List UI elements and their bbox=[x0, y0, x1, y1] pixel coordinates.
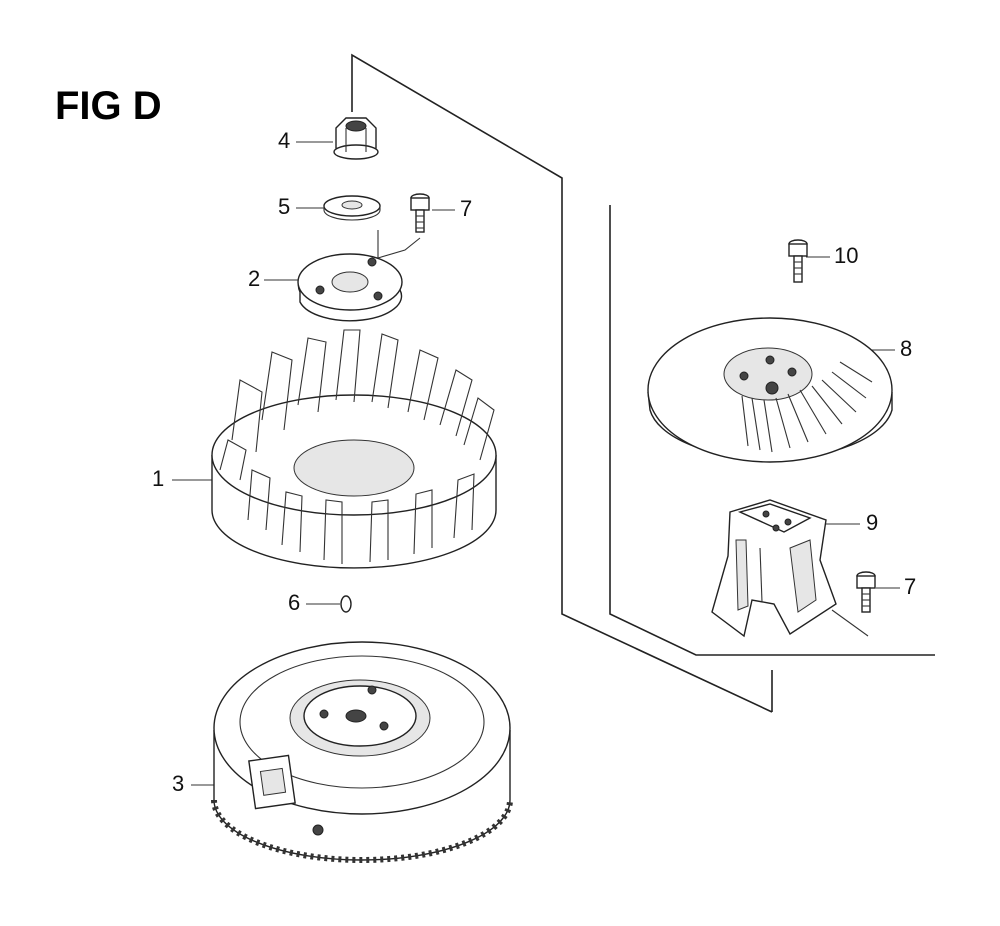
callout-7-lower: 7 bbox=[904, 574, 917, 599]
callout-8: 8 bbox=[900, 336, 913, 361]
callout-10: 10 bbox=[834, 243, 859, 268]
bolt-small bbox=[788, 239, 808, 283]
leader-lines bbox=[172, 141, 900, 786]
flange-nut bbox=[333, 117, 379, 160]
washer bbox=[323, 195, 381, 221]
callout-5: 5 bbox=[278, 194, 291, 219]
starter-pulley bbox=[647, 317, 893, 463]
flywheel bbox=[211, 641, 513, 863]
flywheel-fan bbox=[211, 329, 497, 569]
callout-3: 3 bbox=[172, 771, 185, 796]
assembly-lines bbox=[351, 53, 935, 713]
woodruff-key bbox=[340, 595, 352, 613]
bolt-upper bbox=[410, 193, 430, 233]
callout-1: 1 bbox=[152, 466, 165, 491]
callout-9: 9 bbox=[866, 510, 879, 535]
callout-4: 4 bbox=[278, 128, 291, 153]
pulley-bracket bbox=[711, 499, 837, 638]
pulley-plate bbox=[297, 253, 403, 322]
callout-6: 6 bbox=[288, 590, 301, 615]
bolt-lower bbox=[856, 571, 876, 613]
figure-title: FIG D bbox=[55, 84, 162, 128]
callout-2: 2 bbox=[248, 266, 261, 291]
callout-7-upper: 7 bbox=[460, 196, 473, 221]
